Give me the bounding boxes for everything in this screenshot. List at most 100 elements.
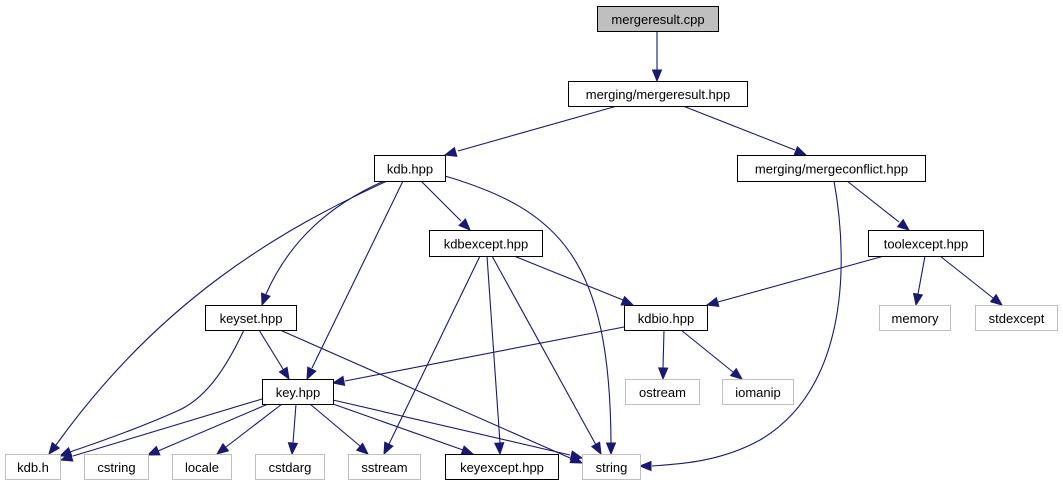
arrowhead-icon bbox=[331, 375, 346, 386]
node-keyset-hpp[interactable]: keyset.hpp bbox=[205, 305, 297, 331]
edge-line bbox=[157, 403, 269, 452]
node-cstdarg: cstdarg bbox=[255, 454, 325, 480]
node-keyexcept-hpp[interactable]: keyexcept.hpp bbox=[445, 454, 559, 480]
arrowhead-icon bbox=[896, 218, 911, 231]
edge-line bbox=[69, 329, 245, 453]
node-box bbox=[374, 155, 446, 182]
edge-kdbio-hpp-to-ostream bbox=[657, 329, 669, 381]
arrowhead-icon bbox=[705, 296, 720, 307]
node-label: cstdarg bbox=[269, 460, 312, 475]
arrowhead-icon bbox=[651, 69, 663, 83]
edge-kdbexcept-hpp-to-string bbox=[491, 255, 602, 456]
arrowhead-icon bbox=[590, 441, 602, 456]
node-box bbox=[172, 454, 232, 480]
edge-mergeconflict-hpp-to-toolexcept-hpp bbox=[846, 180, 911, 231]
edge-line bbox=[332, 399, 571, 456]
node-label: toolexcept.hpp bbox=[884, 237, 969, 252]
node-box bbox=[262, 379, 334, 405]
edge-kdb-hpp-to-string bbox=[444, 175, 617, 456]
node-box bbox=[429, 230, 543, 257]
arrowhead-icon bbox=[146, 445, 161, 456]
edge-line bbox=[680, 329, 734, 373]
edge-line bbox=[717, 255, 885, 303]
node-label: locale bbox=[185, 460, 219, 475]
node-label: string bbox=[596, 460, 628, 475]
edge-line bbox=[846, 180, 900, 223]
edge-line bbox=[258, 329, 284, 370]
edge-toolexcept-hpp-to-kdbio-hpp bbox=[705, 255, 885, 307]
edge-line bbox=[491, 255, 597, 446]
node-label: kdbio.hpp bbox=[638, 311, 694, 326]
arrowhead-icon bbox=[460, 445, 475, 456]
node-box bbox=[582, 454, 641, 480]
edge-line bbox=[292, 403, 297, 444]
node-mergeresult-cpp[interactable]: mergeresult.cpp bbox=[597, 6, 719, 32]
arrowhead-icon bbox=[287, 442, 299, 456]
node-key-hpp[interactable]: key.hpp bbox=[262, 379, 334, 405]
node-label: keyset.hpp bbox=[220, 311, 283, 326]
node-stdexcept: stdexcept bbox=[975, 305, 1058, 331]
arrowhead-icon bbox=[569, 450, 584, 461]
arrowhead-icon bbox=[494, 442, 505, 456]
node-cstring: cstring bbox=[84, 454, 149, 480]
node-locale: locale bbox=[172, 454, 232, 480]
node-mergeconflict-hpp[interactable]: merging/mergeconflict.hpp bbox=[737, 155, 926, 182]
node-box bbox=[879, 305, 951, 331]
node-kdb-h: kdb.h bbox=[5, 454, 61, 480]
node-label: ostream bbox=[639, 385, 686, 400]
node-box bbox=[84, 454, 149, 480]
node-label: memory bbox=[892, 311, 939, 326]
edge-mergeresult-cpp-to-mergeresult-hpp bbox=[651, 31, 663, 83]
edge-key-hpp-to-kdb-h bbox=[59, 398, 263, 462]
nodes-layer: mergeresult.cpp merging/mergeresult.hpp kd… bbox=[5, 6, 1058, 480]
edge-line bbox=[388, 255, 481, 445]
edge-kdb-hpp-to-keyset-hpp bbox=[261, 180, 385, 307]
arrowhead-icon bbox=[383, 441, 394, 456]
arrowhead-icon bbox=[355, 442, 370, 455]
arrowhead-icon bbox=[912, 292, 924, 307]
edge-line bbox=[682, 105, 796, 151]
node-sstream: sstream bbox=[348, 454, 421, 480]
node-label: kdb.hpp bbox=[387, 162, 433, 177]
node-kdbio-hpp[interactable]: kdbio.hpp bbox=[624, 305, 708, 331]
node-label: merging/mergeresult.hpp bbox=[586, 87, 731, 102]
arrowhead-icon bbox=[443, 146, 458, 157]
edges-layer bbox=[48, 31, 1004, 472]
node-kdbexcept-hpp[interactable]: kdbexcept.hpp bbox=[429, 230, 543, 257]
edge-line bbox=[311, 180, 404, 369]
node-box bbox=[624, 305, 708, 331]
arrowhead-icon bbox=[638, 460, 652, 472]
edge-line bbox=[939, 255, 994, 299]
node-label: kdb.h bbox=[17, 460, 49, 475]
node-label: kdbexcept.hpp bbox=[444, 237, 529, 252]
edge-line bbox=[420, 180, 462, 222]
arrowhead-icon bbox=[48, 441, 61, 456]
node-kdb-hpp[interactable]: kdb.hpp bbox=[374, 155, 446, 182]
node-box bbox=[625, 379, 700, 405]
edge-key-hpp-to-sstream bbox=[309, 403, 370, 455]
node-mergeresult-hpp[interactable]: merging/mergeresult.hpp bbox=[568, 81, 748, 107]
edge-mergeconflict-hpp-to-string bbox=[638, 180, 842, 472]
edge-mergeresult-hpp-to-mergeconflict-hpp bbox=[682, 105, 808, 156]
node-box bbox=[348, 454, 421, 480]
node-label: key.hpp bbox=[276, 385, 321, 400]
edge-line bbox=[344, 326, 625, 382]
edge-kdb-hpp-to-key-hpp bbox=[306, 180, 404, 381]
node-box bbox=[255, 454, 325, 480]
node-label: cstring bbox=[97, 460, 135, 475]
edge-line bbox=[444, 175, 612, 444]
edge-keyset-hpp-to-key-hpp bbox=[258, 329, 290, 381]
edge-line bbox=[513, 255, 624, 301]
arrowhead-icon bbox=[458, 218, 471, 231]
arrowhead-icon bbox=[306, 366, 317, 381]
node-toolexcept-hpp[interactable]: toolexcept.hpp bbox=[868, 230, 984, 257]
edge-line bbox=[55, 180, 388, 446]
edge-line bbox=[332, 403, 464, 451]
node-label: sstream bbox=[361, 460, 407, 475]
arrowhead-icon bbox=[278, 366, 290, 381]
edge-kdb-hpp-to-kdb-h bbox=[48, 180, 388, 456]
edge-kdbexcept-hpp-to-sstream bbox=[383, 255, 481, 456]
arrowhead-icon bbox=[657, 367, 669, 381]
node-label: merging/mergeconflict.hpp bbox=[755, 162, 908, 177]
